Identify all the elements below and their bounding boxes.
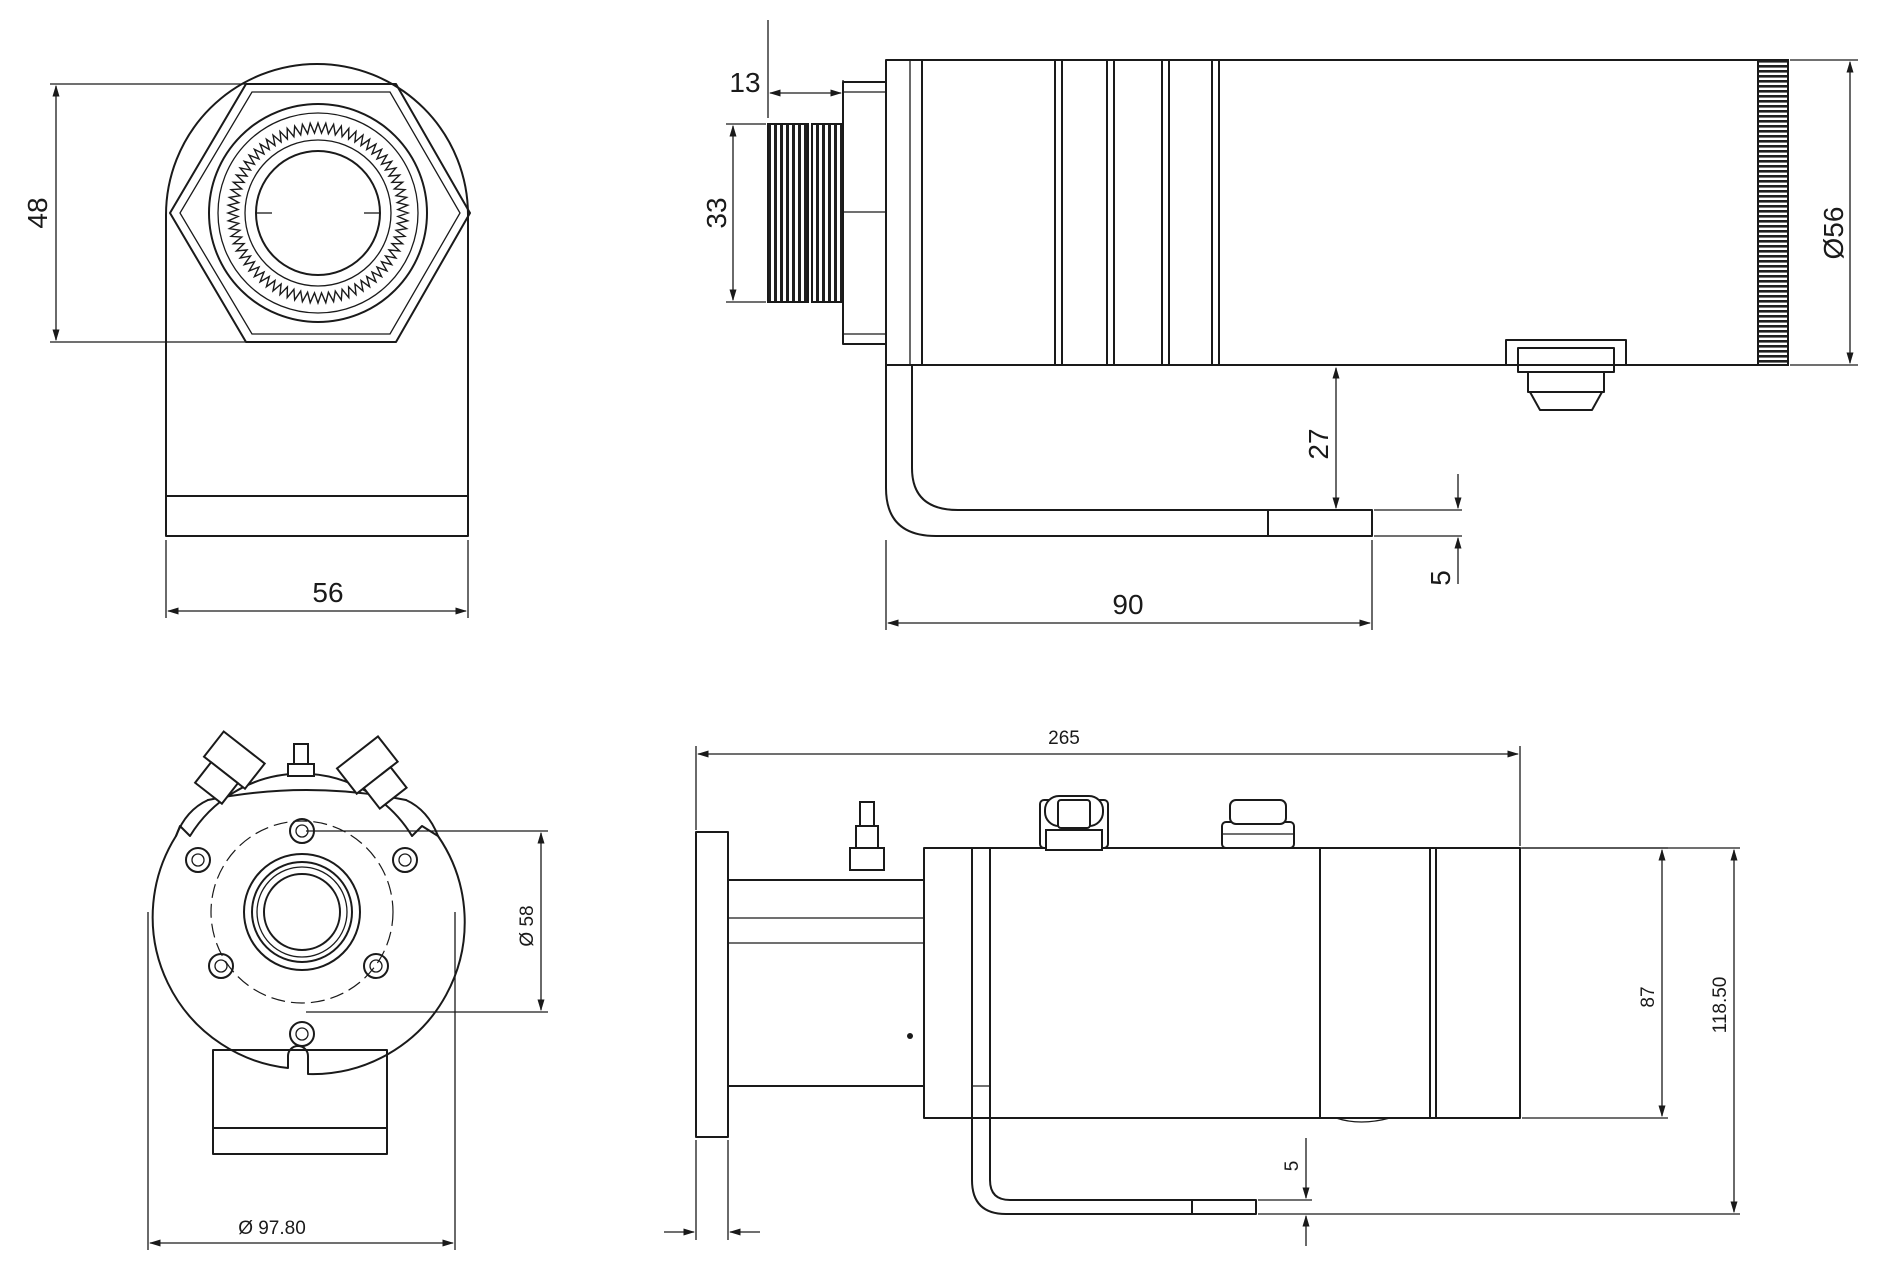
side-view: 13 33 Ø56 27 5 90 (701, 20, 1858, 630)
hex-nut (169, 83, 471, 343)
dim-27: 27 (1303, 428, 1334, 459)
jacket-body (923, 847, 1521, 1119)
rear-bore-outer (243, 853, 361, 971)
side-bracket (885, 364, 1373, 537)
dim-90: 90 (1112, 589, 1143, 620)
side-knurled-nut (767, 123, 809, 303)
dim-56: 56 (312, 577, 343, 608)
dim-5-jacket: 5 (1282, 1161, 1303, 1172)
bolt-holes (185, 818, 418, 1047)
dim-118-50: 118.50 (1710, 977, 1731, 1034)
dim-d56: Ø56 (1818, 207, 1849, 260)
outer-ring (208, 103, 428, 323)
jacket-flange (695, 831, 729, 1138)
jacket-hose-barb (849, 847, 885, 871)
side-connector (1505, 339, 1627, 366)
jacket-neck (727, 879, 925, 1087)
dim-87: 87 (1638, 986, 1659, 1007)
rear-view: Ø 58 Ø 97.80 (147, 730, 548, 1250)
dim-33: 33 (701, 197, 732, 228)
side-flange (885, 59, 923, 366)
dim-48: 48 (22, 197, 53, 228)
rear-bracket (212, 1049, 388, 1155)
gear-teeth (225, 120, 411, 306)
rear-plate (151, 772, 466, 1076)
gear-ring (225, 120, 411, 306)
dim-13: 13 (729, 67, 760, 98)
jacket-top-fittings (1039, 795, 1295, 851)
rear-fittings (193, 730, 408, 811)
front-bore (255, 150, 381, 276)
dim-d97-80: Ø 97.80 (238, 1218, 306, 1239)
rear-bore (263, 873, 341, 951)
side-cylinder (921, 59, 1759, 366)
jacket-view: 265 87 118.50 5 (664, 728, 1740, 1246)
dim-265: 265 (1048, 728, 1080, 749)
jacket-bracket (971, 1117, 1257, 1215)
side-knurled-cap (1757, 59, 1789, 366)
front-housing (165, 63, 469, 537)
dim-d58: Ø 58 (517, 905, 538, 946)
side-hex-fitting (842, 81, 887, 345)
front-view: 48 56 (22, 63, 471, 618)
dim-5-side: 5 (1425, 570, 1456, 586)
